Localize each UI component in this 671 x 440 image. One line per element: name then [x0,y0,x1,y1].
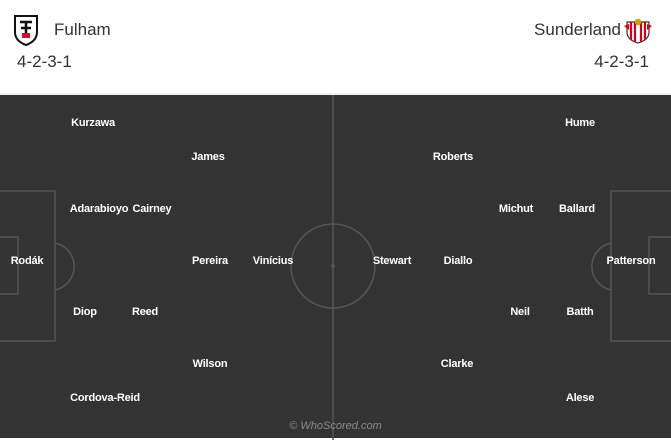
home-player[interactable]: Reed [131,306,159,318]
home-player[interactable]: Rodák [10,255,44,267]
away-player[interactable]: Roberts [432,151,474,163]
away-player[interactable]: Ballard [559,203,595,215]
pitch-markings [0,95,671,440]
away-player[interactable]: Alese [565,392,595,404]
home-player[interactable]: Cordova-Reid [70,392,140,404]
pitch: Kurzawa James Adarabioyo Cairney Rodák P… [0,93,671,440]
home-player[interactable]: Pereira [192,255,228,267]
home-player[interactable]: Cairney [132,203,172,215]
away-team-name: Sunderland [534,20,621,39]
fulham-crest-icon [13,14,39,51]
watermark: © WhoScored.com [289,420,382,432]
away-player[interactable]: Stewart [372,255,412,267]
away-player[interactable]: Diallo [443,255,473,267]
away-player[interactable]: Patterson [606,255,656,267]
away-formation: 4-2-3-1 [594,52,649,71]
away-player[interactable]: Batth [566,306,594,318]
match-header: Fulham 4-2-3-1 Sunderland 4-2-3-1 [0,0,671,93]
away-player[interactable]: Hume [565,117,595,129]
home-player[interactable]: Adarabioyo [69,203,129,215]
home-player[interactable]: Vinícius [252,255,294,267]
away-player[interactable]: Neil [510,306,530,318]
away-player[interactable]: Clarke [440,358,474,370]
away-player[interactable]: Michut [498,203,534,215]
home-player[interactable]: Kurzawa [71,117,115,129]
home-team-name: Fulham [54,20,111,39]
home-player[interactable]: James [191,151,225,163]
sunderland-crest-icon [623,18,653,49]
home-player[interactable]: Diop [73,306,97,318]
home-player[interactable]: Wilson [192,358,228,370]
home-formation: 4-2-3-1 [17,52,72,71]
